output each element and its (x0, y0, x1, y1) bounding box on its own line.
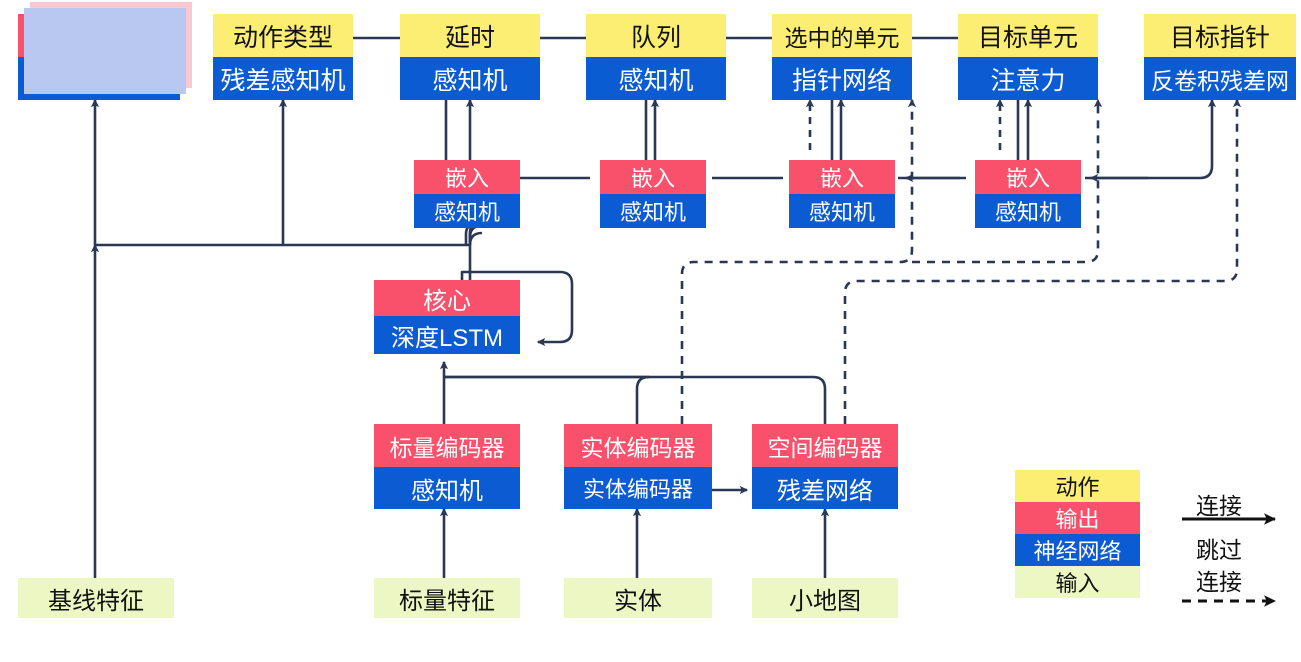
embed-4[interactable]: 嵌入 感知机 (975, 160, 1081, 228)
legend-swatch-network: 神经网络 (1015, 534, 1140, 566)
head-target-pointer-top: 目标指针 (1144, 14, 1296, 57)
encoder-entity-top: 实体编码器 (564, 424, 712, 467)
head-selected-units-top: 选中的单元 (772, 14, 912, 57)
encoder-scalar-top: 标量编码器 (374, 424, 520, 467)
embed-3-bottom: 感知机 (789, 194, 895, 228)
legend-swatches: 动作 输出 神经网络 输入 (1015, 470, 1140, 598)
core-lstm[interactable]: 核心 深度LSTM (374, 280, 520, 354)
head-selected-units[interactable]: 选中的单元 指针网络 (772, 14, 912, 100)
head-selected-units-bottom: 指针网络 (772, 57, 912, 100)
head-delay-top: 延时 (400, 14, 540, 57)
input-entities[interactable]: 实体 (564, 578, 712, 618)
input-minimap[interactable]: 小地图 (752, 578, 898, 618)
head-target-unit[interactable]: 目标单元 注意力 (958, 14, 1098, 100)
embed-1[interactable]: 嵌入 感知机 (414, 160, 520, 228)
legend-connection-label: 连接 (1196, 493, 1242, 519)
head-value[interactable]: 价值 价值网络 (18, 2, 192, 100)
embed-1-top: 嵌入 (414, 160, 520, 194)
encoder-scalar-bottom: 感知机 (374, 467, 520, 509)
embed-3-top: 嵌入 (789, 160, 895, 194)
encoder-spatial-top: 空间编码器 (752, 424, 898, 467)
embed-3[interactable]: 嵌入 感知机 (789, 160, 895, 228)
head-delay[interactable]: 延时 感知机 (400, 14, 540, 100)
embed-4-bottom: 感知机 (975, 194, 1081, 228)
encoder-scalar[interactable]: 标量编码器 感知机 (374, 424, 520, 509)
input-baseline-features[interactable]: 基线特征 (18, 578, 174, 618)
head-queued[interactable]: 队列 感知机 (586, 14, 726, 100)
embed-2-top: 嵌入 (600, 160, 706, 194)
input-scalar-features[interactable]: 标量特征 (374, 578, 520, 618)
legend-swatch-output: 输出 (1015, 502, 1140, 534)
legend-skip-label-line1: 跳过 (1196, 537, 1242, 563)
embed-2-bottom: 感知机 (600, 194, 706, 228)
head-delay-bottom: 感知机 (400, 57, 540, 100)
head-action-type[interactable]: 动作类型 残差感知机 (213, 14, 353, 100)
embed-2[interactable]: 嵌入 感知机 (600, 160, 706, 228)
legend-swatch-input: 输入 (1015, 566, 1140, 598)
head-queued-top: 队列 (586, 14, 726, 57)
head-target-unit-top: 目标单元 (958, 14, 1098, 57)
head-target-pointer[interactable]: 目标指针 反卷积残差网 (1144, 14, 1296, 100)
encoder-spatial-bottom: 残差网络 (752, 467, 898, 509)
embed-1-bottom: 感知机 (414, 194, 520, 228)
legend-swatch-action: 动作 (1015, 470, 1140, 502)
head-action-type-bottom: 残差感知机 (213, 57, 353, 100)
head-queued-bottom: 感知机 (586, 57, 726, 100)
head-action-type-top: 动作类型 (213, 14, 353, 57)
core-top: 核心 (374, 280, 520, 316)
embed-4-top: 嵌入 (975, 160, 1081, 194)
encoder-spatial[interactable]: 空间编码器 残差网络 (752, 424, 898, 509)
encoder-entity[interactable]: 实体编码器 实体编码器 (564, 424, 712, 509)
encoder-entity-bottom: 实体编码器 (564, 467, 712, 509)
head-target-pointer-bottom: 反卷积残差网 (1144, 57, 1296, 100)
core-bottom: 深度LSTM (374, 316, 520, 354)
legend-skip-label-line2: 连接 (1196, 569, 1242, 595)
head-target-unit-bottom: 注意力 (958, 57, 1098, 100)
